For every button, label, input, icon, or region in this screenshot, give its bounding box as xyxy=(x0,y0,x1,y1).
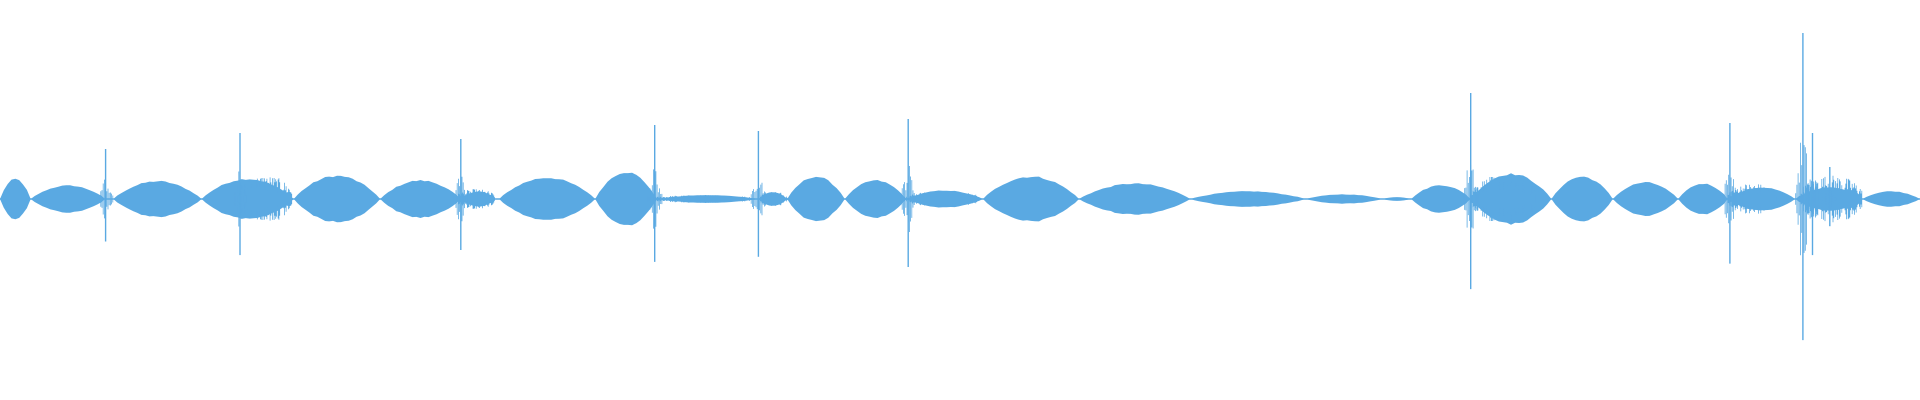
waveform-segment xyxy=(844,180,907,218)
waveform-segment xyxy=(0,178,31,220)
waveform-segment xyxy=(30,185,106,213)
waveform-segment xyxy=(1862,191,1920,207)
waveform-segment xyxy=(380,180,461,218)
waveform-spike-halo xyxy=(750,182,766,216)
waveform-spike-halo xyxy=(1722,174,1738,224)
waveform-segment xyxy=(1190,191,1306,207)
waveform-spike-halo xyxy=(98,179,114,219)
waveform-segment xyxy=(1678,183,1728,215)
waveform-spike-halo xyxy=(453,170,469,228)
waveform-spike-halo xyxy=(1822,184,1838,214)
waveform-segment xyxy=(113,180,202,218)
waveform-track xyxy=(0,33,1920,341)
waveform-segment xyxy=(499,178,596,220)
waveform-segment xyxy=(1079,183,1191,215)
waveform-segment xyxy=(1612,182,1679,216)
waveform-noise-burst xyxy=(652,195,753,203)
waveform-segment xyxy=(595,172,657,226)
waveform-segment xyxy=(787,176,845,222)
waveform-segment xyxy=(293,175,381,223)
waveform-spike-halo xyxy=(647,169,663,229)
waveform-noise-burst xyxy=(1727,184,1777,214)
waveform-spike-halo xyxy=(900,166,916,232)
waveform-segment xyxy=(1305,194,1383,204)
waveform-spike-halo xyxy=(1804,179,1821,219)
waveform-segment xyxy=(1411,185,1471,213)
waveform-spike-halo xyxy=(1463,164,1479,234)
waveform-segment xyxy=(1551,176,1613,222)
waveform-spike-halo xyxy=(232,170,248,228)
waveform-segment xyxy=(1382,197,1412,201)
waveform-segment xyxy=(983,176,1079,222)
